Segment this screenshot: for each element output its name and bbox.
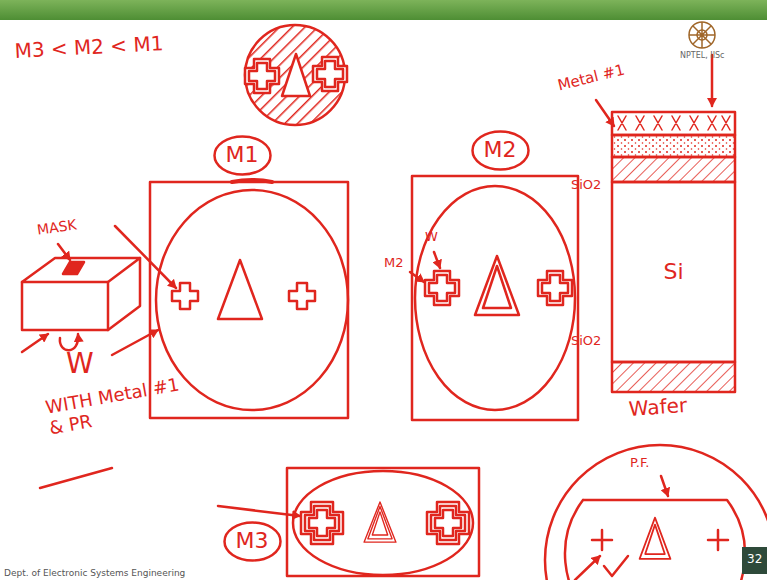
mask-m3 (218, 468, 479, 576)
mask-m3-part (218, 506, 300, 516)
mask-m1-part (172, 283, 198, 309)
part-name: W (66, 348, 94, 380)
header-bar (0, 0, 767, 20)
wafer-top-view-part (661, 476, 668, 496)
part-name: Wafer (628, 394, 688, 421)
mask-m3-part (364, 502, 396, 542)
mask-m2-part (538, 271, 572, 305)
mask-m1-part (232, 180, 272, 182)
mask-m3-part (293, 471, 473, 575)
wafer-top-view (545, 445, 767, 580)
mask-m1-part (289, 283, 315, 309)
hatched-mask-part (313, 57, 347, 91)
ordering-note: M3 < M2 < M1 (14, 32, 164, 63)
circle-outline-stroke (224, 522, 280, 560)
wafer-top-view-part (640, 518, 671, 559)
mask-slab-part (108, 258, 140, 330)
circle-outline-stroke (214, 136, 270, 174)
layer-name: SiO2 (571, 178, 601, 193)
hatched-mask-part (249, 63, 275, 89)
mask-slab-part (22, 258, 140, 282)
mask-slab-part (63, 262, 84, 274)
logo-text: NPTEL, IISc (680, 51, 725, 60)
hatched-mask-part (317, 61, 343, 87)
part-name: W (425, 230, 438, 245)
nptel-logo (689, 22, 715, 48)
node-text: Si (663, 260, 683, 284)
wafer-top-view-part (545, 445, 767, 580)
part-name: MASK (36, 216, 78, 237)
wafer-stack-part (618, 116, 730, 130)
mask-m3-part (427, 502, 469, 544)
node-text: M2 (484, 138, 517, 162)
mask-m3-part (287, 468, 479, 576)
mask-slab-part (115, 226, 176, 288)
mask-m2-part (475, 256, 519, 315)
mask-slab (22, 226, 176, 488)
mask-tag-circle: M1 (213, 135, 272, 176)
mask-slab-part (22, 282, 108, 330)
wafer-stack-part (612, 182, 735, 362)
hatched-mask-part (245, 59, 279, 93)
mask-tag-circle: M2 (471, 130, 530, 171)
wafer-top-view-part (592, 530, 612, 550)
mask-m1-part (156, 190, 348, 410)
mask-m2-part (415, 186, 575, 410)
mask-m2 (410, 176, 578, 420)
mask-m3-part (301, 502, 343, 544)
mask-m2-part (434, 252, 440, 268)
wafer-top-view-part-part (640, 518, 671, 559)
mask-m1-part (218, 260, 262, 319)
note: WITH Metal #1 & PR (44, 374, 189, 439)
node-text: M1 (226, 143, 259, 167)
hatched-mask (245, 25, 347, 125)
mask-m2-part (410, 272, 424, 282)
page-number: 32 (747, 553, 762, 567)
node-text: M3 (236, 529, 269, 553)
mask-m3-part-part (364, 502, 396, 542)
wafer-top-view-part (565, 500, 745, 580)
layer-name: Metal #1 (556, 61, 626, 94)
nptel-logo-part (689, 22, 715, 48)
wafer-stack-part (612, 135, 735, 157)
part-name: M2 (384, 256, 404, 271)
wafer-top-view-part (575, 556, 600, 580)
substrate-band: Si (613, 183, 734, 361)
footer-text: Dept. of Electronic Systems Engineering (4, 568, 185, 578)
circle-outline-stroke (472, 131, 528, 169)
wafer-top-view-part (708, 530, 728, 550)
wafer-stack-part (596, 100, 614, 126)
wafer-top-view-part (604, 556, 628, 576)
mask-slab-part (58, 244, 70, 260)
wafer-top-view-part-part (645, 525, 665, 554)
nptel-logo-part (689, 22, 715, 48)
mask-slab-part (40, 468, 112, 488)
page-number-box (742, 547, 767, 574)
mask-m2-part (412, 176, 578, 420)
hatched-mask-part (282, 54, 310, 96)
mask-tag-circle: M3 (223, 521, 282, 562)
part-name: P.F. (630, 456, 649, 471)
wafer-stack-part (612, 112, 735, 135)
sketch (22, 25, 767, 580)
mask-m2-part (483, 266, 511, 308)
mask-m2-part (425, 271, 459, 305)
mask-slab-part (22, 334, 48, 352)
wafer-stack (596, 55, 735, 392)
wafer-stack-part (612, 362, 735, 392)
wafer-stack-part (612, 157, 735, 182)
layer-name: SiO2 (571, 334, 601, 349)
wafer-stack-part (711, 55, 714, 106)
